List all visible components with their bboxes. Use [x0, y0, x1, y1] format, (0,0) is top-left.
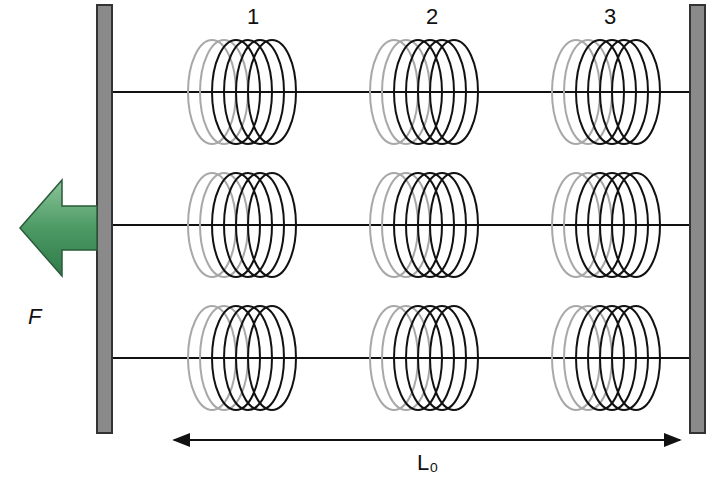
callout-number: 3 — [604, 6, 616, 28]
coil-winding — [418, 306, 466, 410]
callout-number: 1 — [247, 6, 259, 28]
coil-winding — [600, 40, 648, 144]
spring-axis — [112, 224, 690, 226]
coil-winding — [236, 40, 284, 144]
coil-winding — [236, 306, 284, 410]
coil-winding — [418, 173, 466, 277]
coil-winding — [612, 173, 660, 277]
coil-winding — [418, 40, 466, 144]
coil-winding — [612, 306, 660, 410]
force-label: F — [28, 306, 41, 328]
coil-winding — [612, 40, 660, 144]
spring-axis — [112, 91, 690, 93]
coil-winding — [248, 40, 296, 144]
right-plate — [690, 5, 705, 433]
coil-winding — [248, 306, 296, 410]
coil-winding — [248, 173, 296, 277]
coil-winding — [236, 173, 284, 277]
coil-winding — [600, 173, 648, 277]
spring-axis — [112, 357, 690, 359]
force-arrow — [20, 180, 97, 276]
coil-winding — [430, 173, 478, 277]
callout-number: 2 — [426, 6, 438, 28]
length-dimension — [174, 439, 680, 441]
length-label: L₀ — [415, 452, 440, 474]
left-plate — [97, 5, 112, 433]
coil-winding — [430, 306, 478, 410]
spring-coils — [188, 40, 660, 410]
coil-winding — [430, 40, 478, 144]
coil-winding — [600, 306, 648, 410]
